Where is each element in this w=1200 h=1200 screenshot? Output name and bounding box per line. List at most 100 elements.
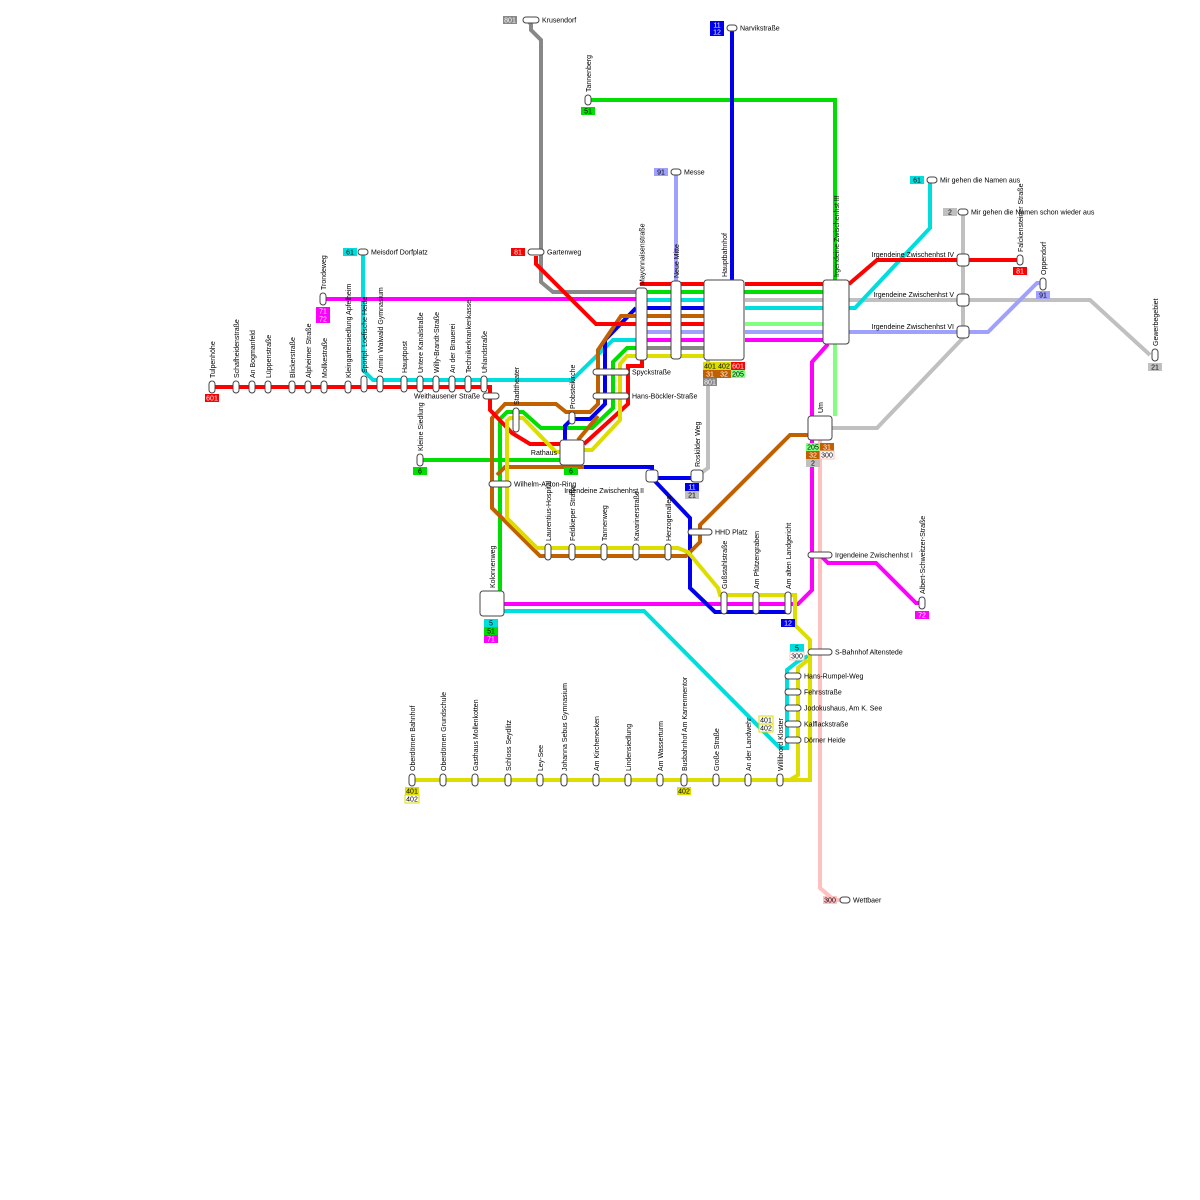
- station-namen-aus[interactable]: Mir gehen die Namen aus: [926, 176, 1021, 185]
- station-grosse[interactable]: Große Straße: [712, 728, 721, 787]
- station-marker[interactable]: [656, 773, 664, 787]
- station-marker[interactable]: [448, 375, 456, 393]
- interchange-box[interactable]: [645, 469, 659, 483]
- station-albert[interactable]: Albert-Schweitzer-Straße: [918, 516, 927, 610]
- station-marker[interactable]: [784, 736, 802, 744]
- station-tannenweg[interactable]: Tannenweg: [600, 505, 609, 561]
- interchange-box[interactable]: [956, 253, 970, 267]
- interchange-box[interactable]: [559, 439, 585, 466]
- station-marker[interactable]: [926, 176, 938, 184]
- station-busbahnhof[interactable]: Busbahnhof Am Karrenmentor: [680, 676, 689, 787]
- station-zw6[interactable]: Irgendeine Zwischenhst VI: [872, 324, 970, 339]
- station-kleine-siedlung[interactable]: Kleine Siedlung: [416, 402, 425, 467]
- station-marker[interactable]: [744, 773, 752, 787]
- station-zw5[interactable]: Irgendeine Zwischenhst V: [873, 292, 970, 307]
- station-marker[interactable]: [752, 591, 760, 615]
- station-herzog[interactable]: Herzogenallee: [664, 496, 673, 561]
- station-fehrs[interactable]: Fehrsstraße: [784, 688, 842, 697]
- station-um[interactable]: Um: [807, 402, 833, 441]
- station-marker[interactable]: [544, 543, 552, 561]
- station-marker[interactable]: [439, 773, 447, 787]
- station-armin[interactable]: Armin Walwald Gymnasium: [376, 287, 385, 393]
- station-landgericht[interactable]: Am alten Landgericht: [784, 523, 793, 615]
- station-feldkieper[interactable]: Feldkieper Straße: [568, 485, 577, 561]
- station-rathaus[interactable]: Rathaus: [531, 439, 585, 466]
- station-namen-wieder[interactable]: Mir gehen die Namen schon wieder aus: [957, 208, 1095, 217]
- station-zw1[interactable]: Irgendeine Zwischenhst I: [807, 551, 913, 560]
- station-marker[interactable]: [344, 380, 352, 394]
- station-brauerei[interactable]: An der Brauerei: [448, 324, 457, 393]
- station-marker[interactable]: [784, 672, 802, 680]
- station-weithausen[interactable]: Weithausener Straße: [414, 392, 500, 401]
- station-willibrord[interactable]: Willibrord Kloster: [776, 717, 785, 787]
- station-hauptbahnhof[interactable]: Hauptbahnhof: [703, 233, 745, 361]
- station-marker[interactable]: [687, 528, 713, 536]
- station-marker[interactable]: [584, 94, 592, 106]
- station-zw4[interactable]: Irgendeine Zwischenhst IV: [872, 252, 970, 267]
- station-gartenweg[interactable]: Gartenweg: [527, 248, 581, 257]
- station-stadttheater[interactable]: Stadttheater: [512, 366, 521, 433]
- station-zw3[interactable]: Irgendeine Zwischenhst III: [822, 195, 850, 345]
- station-kirchenecken[interactable]: Am Kirchenecken: [592, 716, 601, 787]
- station-marker[interactable]: [480, 375, 488, 393]
- station-marker[interactable]: [1039, 277, 1047, 291]
- station-roskilder[interactable]: Roskilder Weg: [690, 422, 704, 483]
- station-ob-bahnhof[interactable]: Oberdörnen Bahnhof: [408, 706, 417, 787]
- interchange-box[interactable]: [956, 325, 970, 339]
- station-doerner[interactable]: Dörner Heide: [784, 736, 846, 745]
- interchange-box[interactable]: [635, 287, 648, 361]
- station-marker[interactable]: [376, 375, 384, 393]
- station-schafheide[interactable]: Schafheidenstraße: [232, 319, 241, 394]
- station-marker[interactable]: [592, 368, 630, 376]
- station-mollke[interactable]: Mollkestraße: [320, 338, 329, 394]
- station-marker[interactable]: [664, 543, 672, 561]
- station-marker[interactable]: [536, 773, 544, 787]
- interchange-box[interactable]: [670, 280, 682, 360]
- station-marker[interactable]: [560, 773, 568, 787]
- station-marker[interactable]: [568, 411, 576, 425]
- station-marker[interactable]: [488, 480, 512, 488]
- station-marker[interactable]: [784, 688, 802, 696]
- station-gussstahl[interactable]: Gußstahlstraße: [720, 541, 729, 615]
- station-marker[interactable]: [208, 380, 216, 394]
- station-gewerbegebiet[interactable]: Gewerbegebiet: [1151, 298, 1160, 362]
- station-alpheimer[interactable]: Alpheimer Straße: [304, 323, 313, 394]
- station-marker[interactable]: [482, 392, 500, 400]
- station-trondeweg[interactable]: Trondeweg: [319, 255, 328, 306]
- station-lueppen[interactable]: Lüppenstraße: [264, 335, 273, 394]
- station-jodokus[interactable]: Jodokushaus, Am K. See: [784, 704, 882, 713]
- station-marker[interactable]: [464, 375, 472, 393]
- station-marker[interactable]: [1016, 254, 1024, 266]
- station-marker[interactable]: [522, 16, 540, 24]
- station-kavariner[interactable]: Kavarinerstraße: [632, 491, 641, 561]
- station-mollenkotten[interactable]: Gasthaus Mollenkotten: [471, 699, 480, 787]
- station-marker[interactable]: [1151, 348, 1159, 362]
- station-bogmanfeld[interactable]: An Bogmanfeld: [248, 330, 257, 394]
- station-marker[interactable]: [784, 591, 792, 615]
- station-seydlitz[interactable]: Schloss Seydlitz: [504, 720, 513, 787]
- station-marker[interactable]: [720, 591, 728, 615]
- station-marker[interactable]: [264, 380, 272, 394]
- station-marker[interactable]: [471, 773, 479, 787]
- station-marker[interactable]: [416, 453, 424, 467]
- station-marker[interactable]: [568, 543, 576, 561]
- station-marker[interactable]: [360, 375, 368, 393]
- station-tulpenhoehe[interactable]: Tulpenhöhe: [208, 341, 217, 394]
- station-marker[interactable]: [232, 380, 240, 394]
- station-marker[interactable]: [807, 551, 833, 559]
- station-spyck[interactable]: Spyckstraße: [592, 368, 671, 377]
- station-marker[interactable]: [288, 380, 296, 394]
- station-marker[interactable]: [712, 773, 720, 787]
- station-marker[interactable]: [400, 375, 408, 393]
- station-hhd[interactable]: HHD Platz: [687, 528, 748, 537]
- station-marker[interactable]: [248, 380, 256, 394]
- station-wasserturm[interactable]: Am Wasserturm: [656, 721, 665, 787]
- station-marker[interactable]: [319, 292, 327, 306]
- station-marker[interactable]: [918, 596, 926, 610]
- station-tannenberg[interactable]: Tannenberg: [584, 55, 593, 106]
- station-marker[interactable]: [527, 248, 545, 256]
- station-kolonnenweg[interactable]: Kolonnenweg: [479, 545, 505, 617]
- station-linden[interactable]: Lindensiedlung: [624, 724, 633, 787]
- station-marker[interactable]: [776, 773, 784, 787]
- station-marker[interactable]: [670, 168, 682, 176]
